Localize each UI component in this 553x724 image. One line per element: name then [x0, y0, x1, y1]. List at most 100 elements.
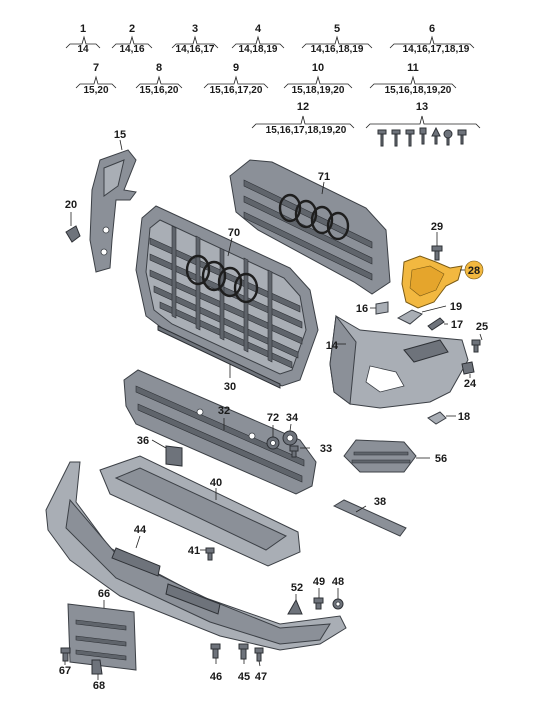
- callout-70: 70: [228, 227, 240, 239]
- callout-44: 44: [134, 524, 147, 536]
- callout-68: 68: [93, 680, 105, 692]
- part-lower-bumper: [45, 461, 347, 651]
- part-33-bolt: 33: [289, 443, 332, 458]
- part-41-clip: 41: [188, 545, 215, 561]
- callout-52: 52: [291, 582, 303, 594]
- kit-group-6: 6 14,16,17,18,19: [389, 23, 475, 55]
- callout-34: 34: [286, 412, 299, 424]
- callout-36: 36: [137, 435, 149, 447]
- part-16-cover: 16: [356, 301, 389, 315]
- part-17-cap: 17: [427, 317, 463, 331]
- callout-24: 24: [464, 378, 477, 390]
- part-34-sensor-holder: 34: [282, 412, 299, 446]
- kit-group-parts: 15,16,18,19,20: [385, 85, 452, 96]
- kit-group-label: 3: [192, 23, 198, 35]
- callout-67: 67: [59, 665, 71, 677]
- callout-20: 20: [65, 199, 77, 211]
- callout-38: 38: [374, 496, 386, 508]
- callout-33: 33: [320, 443, 332, 455]
- part-14-bumper-cover: 14: [326, 314, 469, 409]
- kit-group-parts: 15,16,20: [140, 85, 179, 96]
- kit-group-label: 5: [334, 23, 340, 35]
- part-15-bracket-left: 15: [89, 129, 137, 273]
- part-56-fog-lamp-grille: 56: [343, 439, 447, 473]
- callout-32: 32: [218, 405, 230, 417]
- kit-group-label: 12: [297, 101, 309, 113]
- callout-49: 49: [313, 576, 325, 588]
- kit-group-4: 4 14,18,19: [231, 23, 285, 55]
- part-48-nut: 48: [332, 576, 344, 610]
- part-20-clip: 20: [65, 199, 81, 243]
- part-28-bracket-right: 28: [401, 255, 484, 309]
- kit-group-parts: 14,16,17: [176, 44, 215, 55]
- callout-14: 14: [326, 340, 339, 352]
- kit-group-parts: 15,16,17,18,19,20: [266, 125, 347, 136]
- part-24-clip: 24: [461, 361, 477, 390]
- callout-29: 29: [431, 221, 443, 233]
- kit-group-parts: 14,16,17,18,19: [403, 44, 470, 55]
- kit-group-label: 2: [129, 23, 135, 35]
- callout-47: 47: [255, 671, 267, 683]
- callout-28: 28: [468, 265, 480, 277]
- kit-group-7: 7 15,20: [75, 62, 117, 96]
- callout-40: 40: [210, 477, 222, 489]
- part-18-reflector: 18: [427, 411, 470, 425]
- kit-group-5: 5 14,16,18,19: [301, 23, 373, 55]
- kit-group-parts: 14: [77, 44, 89, 55]
- kit-group-9: 9 15,16,17,20: [203, 62, 269, 96]
- callout-18: 18: [458, 411, 470, 423]
- kit-group-label: 6: [429, 23, 435, 35]
- kit-group-label: 9: [233, 62, 239, 74]
- kit-group-parts: 15,18,19,20: [292, 85, 345, 96]
- callout-41: 41: [188, 545, 200, 557]
- kit-group-label: 13: [416, 101, 428, 113]
- part-40-underbody-guard: 40: [99, 455, 301, 567]
- callout-72: 72: [267, 412, 279, 424]
- part-32-bumper-carrier: 32: [123, 369, 317, 495]
- part-70-radiator-grille: 70: [135, 205, 319, 387]
- kit-group-parts: 14,16,18,19: [311, 44, 364, 55]
- part-46-screw: 46: [210, 643, 222, 683]
- part-19-bracket: 19: [396, 301, 462, 325]
- callout-46: 46: [210, 671, 222, 683]
- kit-group-10: 10 15,18,19,20: [283, 62, 353, 96]
- kit-group-label: 7: [93, 62, 99, 74]
- part-44-trim: 44: [111, 524, 221, 615]
- part-66-license-plate-holder: 66: [67, 588, 137, 671]
- callout-45: 45: [238, 671, 250, 683]
- callout-66: 66: [98, 588, 110, 600]
- kit-group-parts: 14,18,19: [239, 44, 278, 55]
- callout-25: 25: [476, 321, 488, 333]
- kit-group-label: 8: [156, 62, 162, 74]
- part-52-clip: 52: [287, 582, 303, 615]
- kit-group-2: 2 14,16: [111, 23, 153, 55]
- kit-group-12: 12 15,16,17,18,19,20: [251, 101, 355, 136]
- callout-71: 71: [318, 171, 330, 183]
- part-38-trim-strip: 38: [332, 496, 407, 537]
- kit-group-1: 1 14: [65, 23, 101, 55]
- part-71-grille-carrier: 71: [229, 159, 391, 295]
- fastener-set-icon: [377, 126, 467, 147]
- callout-48: 48: [332, 576, 344, 588]
- part-68-clip: 68: [91, 659, 105, 692]
- kit-group-parts: 14,16: [119, 44, 144, 55]
- part-49-screw: 49: [313, 576, 325, 610]
- part-25-screw: 25: [471, 321, 488, 353]
- kit-group-3: 3 14,16,17: [171, 23, 219, 55]
- kit-group-11: 11 15,16,18,19,20: [369, 62, 457, 96]
- kit-group-parts: 15,16,17,20: [210, 85, 263, 96]
- part-67-screw: 67: [59, 647, 71, 677]
- callout-17: 17: [451, 319, 463, 331]
- callout-30: 30: [224, 381, 236, 393]
- kit-group-label: 1: [80, 23, 86, 35]
- kit-group-label: 11: [407, 62, 419, 74]
- callout-15: 15: [114, 129, 126, 141]
- kit-group-parts: 15,20: [83, 85, 108, 96]
- part-36-cover-plate: 36: [137, 435, 183, 467]
- kit-group-8: 8 15,16,20: [135, 62, 183, 96]
- kit-group-13: 13: [365, 101, 481, 129]
- callout-56: 56: [435, 453, 447, 465]
- part-72-sensor: 72: [266, 412, 280, 450]
- callout-16: 16: [356, 303, 368, 315]
